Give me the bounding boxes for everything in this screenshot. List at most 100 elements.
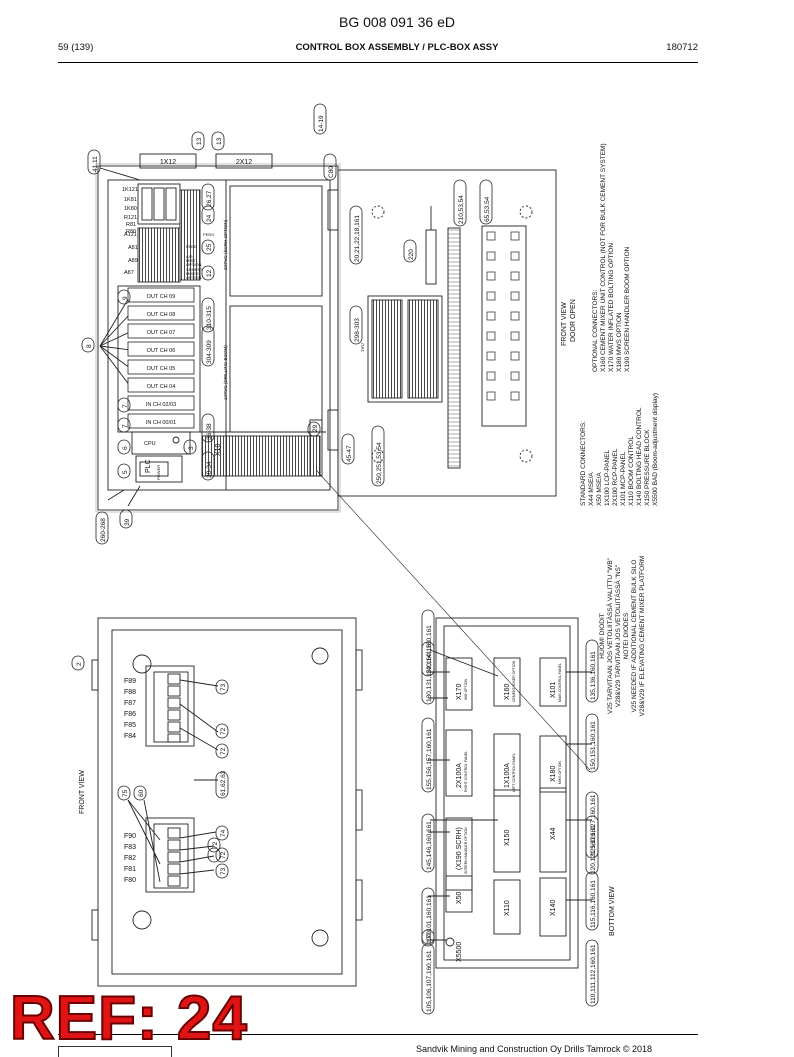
channel-label: OUT CH 08: [147, 312, 176, 318]
fuse-label: F89: [124, 678, 136, 685]
list-item: 2X100 RCP-PANEL: [612, 448, 619, 506]
plc-box-view: [95, 153, 591, 771]
callout-number: 24: [206, 214, 213, 222]
fuse-labels: F89 F88 F87 F86 F85 F84 F90 F83 F82 F81 …: [124, 678, 136, 884]
callout-number: 7: [122, 424, 129, 428]
note-line: V28&V29 IF ELEVATING CEMENT MIXER PLATFO…: [639, 556, 646, 717]
callout-number: 25: [206, 243, 213, 251]
callout-number: 7: [122, 404, 129, 408]
bottom-connectors: X170 WIB OPTION X160 CEMENT MIXER OPTION…: [456, 660, 562, 962]
callout-number: 36-38: [206, 423, 213, 440]
callout-number: 298-303: [354, 318, 361, 342]
standard-connectors-list: STANDARD CONNECTORS: X44 MSE/A X50 MSE/A…: [580, 393, 659, 506]
fuse-label: F88: [124, 689, 136, 696]
callout-number: 73: [220, 683, 227, 691]
fuse-label: F84: [124, 733, 136, 740]
connector-label: X50: [456, 891, 463, 904]
callout-number: 135,136,160,161: [590, 651, 597, 700]
callout-number: 8: [86, 344, 93, 348]
fuse-label: F86: [124, 711, 136, 718]
connector-sub: MAIN CONTROL PANEL: [558, 663, 562, 702]
channel-label: OUT CH 07: [147, 330, 176, 336]
callout-number: 75: [122, 789, 129, 797]
list-heading: OPTIONAL CONNECTORS:: [592, 289, 599, 372]
module-label: 2YPVC (SCRH OPTION): [223, 219, 228, 270]
plc-box-texts: 1X12 2X12 1K121 1K81 1K80 R121 R81 R80 A…: [122, 159, 365, 480]
callout-number: 304-309: [206, 340, 213, 364]
list-item: X150 PRESSURE BLOCK: [644, 429, 651, 506]
optional-connectors-list: OPTIONAL CONNECTORS: X160 CEMENT MIXER U…: [592, 143, 631, 372]
list-item: X170 WATER INFLATED BOLTING OPTION: [608, 243, 615, 372]
list-item: X50 MSE/A: [596, 472, 603, 506]
callout-number: 3: [188, 446, 195, 450]
fuse-label: F81: [124, 866, 136, 873]
cpu-label: CPU: [144, 441, 156, 447]
callout-number: 220: [408, 249, 415, 260]
view-label: BOTTOM VIEW: [609, 886, 616, 936]
connector-label: X160: [504, 684, 511, 700]
view-label: FRONT VIEW: [561, 302, 568, 346]
callout-number: 26,27: [206, 190, 213, 207]
view-label: DOOR OPEN: [570, 299, 577, 342]
fuse-label: F82: [124, 855, 136, 862]
connector-sub: SCREEN HANDLER OPTION: [464, 827, 468, 874]
connector-label: X150: [504, 830, 511, 846]
callout-number: 73: [220, 867, 227, 875]
callout-number: 120,121,160,161: [590, 825, 597, 874]
connector-label: X170: [456, 684, 463, 700]
fuse-label: F90: [124, 833, 136, 840]
fuse-label: F85: [124, 722, 136, 729]
callout-number: C80: [328, 166, 335, 178]
callout-number: 155,156,157,160,161: [426, 728, 433, 790]
note-line: V25 TARVITAAN JOS VETOLIITÄSSÄ VALITTU "…: [606, 557, 614, 714]
reference-stamp: REF: 24: [9, 984, 248, 1053]
callout-number: 170: [426, 931, 433, 942]
list-item: X180 MWS OPTION: [616, 312, 623, 372]
resistor-label: R121: [124, 215, 137, 221]
callout-number: 13: [196, 137, 203, 145]
callout-number: 9: [122, 296, 129, 300]
view-label: FRONT VIEW: [79, 770, 86, 814]
callout-number: 150,151,160,161: [590, 721, 597, 770]
connector-label: 1X100A: [504, 763, 511, 788]
plc-label: PLC: [145, 459, 152, 473]
connector-sub: LEFT CONTROL PANEL: [512, 753, 516, 792]
relay-label: 1K81: [124, 197, 137, 203]
option-label: MIXER: [186, 271, 199, 276]
option-label: AIR: [186, 254, 193, 259]
callout-number: 14-19: [318, 115, 325, 132]
callout-number: 115,116,160,161: [590, 880, 597, 928]
callout-number: 105,106,107,160,161: [426, 950, 433, 1012]
page-title: CONTROL BOX ASSEMBLY / PLC-BOX ASSY: [295, 42, 499, 53]
callout-number: 5: [122, 470, 129, 474]
callout-number: 140,141,160,161: [426, 625, 433, 674]
callout-number: 20,21,22,18,161: [354, 215, 361, 262]
relay-label: 1K80: [124, 206, 137, 212]
resistor-label: R80: [126, 229, 136, 235]
connector-label: X101: [550, 682, 557, 698]
callout-number: 72: [212, 841, 219, 849]
connector-label: X110: [504, 900, 511, 916]
callout-number: 61,62,63: [220, 770, 227, 796]
callouts-bottom: [421, 609, 599, 1015]
callout-number: 60: [138, 789, 145, 797]
callouts-top: [81, 103, 493, 545]
connector-label: 2X100A: [456, 763, 463, 788]
brand-logo: [58, 1046, 172, 1057]
list-item: X44 MSE/A: [588, 472, 595, 506]
footer-rule: [58, 1034, 698, 1035]
option-label: FEED: [186, 244, 197, 249]
callout-numbers-front: 2 73 72 72 75 60 61,62,63 74 72 72 73: [76, 662, 227, 875]
option-label: PERO: [203, 232, 214, 237]
callout-number: 13: [216, 137, 223, 145]
callout-number: 2: [76, 662, 83, 666]
connector-sub: WIB OPTION: [464, 679, 468, 700]
list-item: X160 CEMENT MIXER UNIT CONTROL (NOT FOR …: [600, 143, 607, 372]
module-label: 1VU: [360, 343, 365, 352]
callout-number: 30-34: [206, 461, 213, 478]
callout-numbers-top: 41,11 13 13 14-19 C80 24 26,27 25 12 9 8…: [86, 115, 491, 542]
list-item: X110 BOOM CONTROL: [628, 436, 635, 506]
callout-number: 72: [220, 851, 227, 859]
connector-sub: CEMENT MIXER OPTION: [512, 660, 516, 702]
header-rule: [58, 62, 698, 63]
